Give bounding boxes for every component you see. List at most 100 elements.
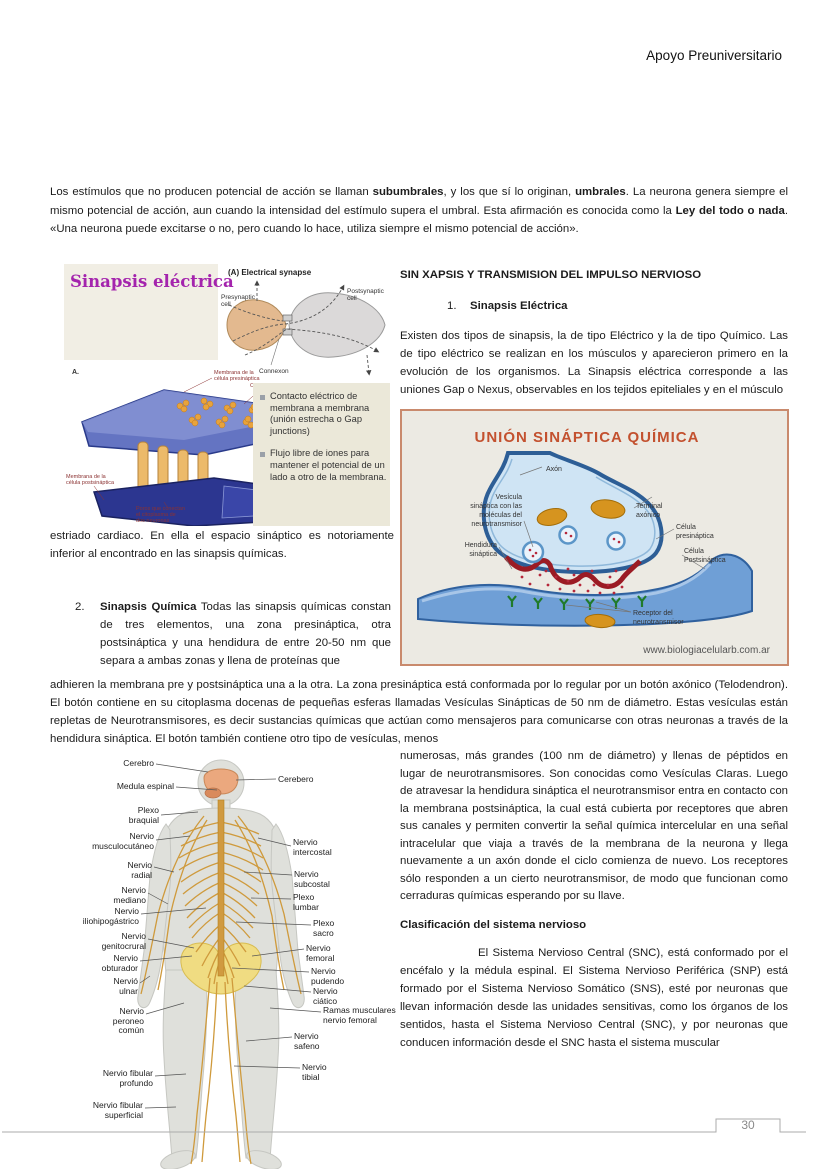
body-label-fibular-profundo: Nervio fibular profundo — [102, 1068, 153, 1088]
page-number: 30 — [741, 1118, 755, 1132]
body-label-pudendo: Nervio pudendo — [311, 966, 345, 986]
poros-label: Poros que conectan — [136, 506, 185, 512]
figure-chemical-title: UNIÓN SINÁPTICA QUÍMICA — [475, 428, 700, 446]
item-2-continuation: adhieren la membrana pre y postsináptica… — [50, 679, 788, 745]
synaptic-vesicles — [521, 525, 626, 564]
body-label-plexo-lumbar: Plexo lumbar — [293, 892, 319, 912]
body-label-tibial: Nervio tibial — [302, 1062, 327, 1082]
vesicle-label: Vesícula — [496, 494, 523, 501]
membrane-pre-label: Membrana de la — [214, 370, 255, 376]
receptor-label: Receptor del — [633, 610, 673, 617]
section-column: SIN XAPSIS Y TRANSMISION DEL IMPULSO NER… — [400, 266, 788, 399]
body-label-fibular-superficial: Nervio fibular superficial — [92, 1100, 143, 1120]
body-label-femoral: Nervio femoral — [306, 943, 335, 963]
bullet-text: Contacto eléctrico de membrana a membran… — [270, 391, 370, 436]
intro-bold-ley: Ley del todo o nada — [675, 204, 785, 217]
footer-rule — [2, 1118, 806, 1133]
body-label-plexo-sacro: Plexo sacro — [313, 918, 335, 938]
classification-heading: Clasificación del sistema nervioso — [400, 919, 587, 931]
body-label-peroneo: Nervio peroneo común — [112, 1006, 144, 1036]
presynaptic-cell-shape — [226, 299, 287, 351]
body-diagram-drawing — [137, 759, 322, 1169]
figure-nervous-system: Cerebro Medula espinal Plexo braquial Ne… — [82, 756, 396, 1169]
page-footer: 30 — [2, 1118, 806, 1133]
bullet-square-icon — [260, 452, 265, 458]
section-heading: SIN XAPSIS Y TRANSMISION DEL IMPULSO NER… — [400, 269, 702, 281]
intro-bold-umbrales: umbrales — [575, 186, 626, 198]
figure-electric-synapse: Sinapsis eléctrica (A) Electrical synaps… — [64, 264, 390, 526]
intro-text: Los estímulos que no producen potencial … — [50, 186, 373, 198]
figure-electric-title: Sinapsis eléctrica — [70, 272, 234, 291]
body-label-ciatico: Nervio ciático — [313, 986, 338, 1006]
item-2-paragraph: Sinapsis Química Todas las sinapsis quím… — [100, 601, 391, 667]
item-1-paragraph: Existen dos tipos de sinapsis, la de tip… — [400, 330, 788, 396]
axon-label: Axón — [546, 466, 562, 473]
body-label-radial: Nervio radial — [127, 860, 152, 880]
item-2-continuation-right: numerosas, más grandes (100 nm de diámet… — [400, 750, 788, 902]
presynaptic-label: Presynaptic — [221, 294, 256, 301]
figure-chemical-watermark: www.biologiacelularb.com.ar — [642, 645, 770, 656]
list-item-2: 2. Sinapsis Química Todas las sinapsis q… — [75, 598, 391, 670]
body-label-plexo-braquial: Plexo braquial — [128, 805, 159, 825]
body-label-medula: Medula espinal — [116, 781, 174, 791]
list-number: 1. — [447, 300, 457, 312]
item-1-continuation: estriado cardiaco. En ella el espacio si… — [50, 530, 394, 560]
figure-electric-title-panel — [64, 264, 218, 360]
postsynaptic-cell-label: Célula — [684, 548, 704, 555]
body-label-obturador: Nervio obturador — [101, 953, 138, 973]
postsynaptic-cell-shape — [288, 292, 386, 358]
bullet-item: Contacto eléctrico de membrana a membran… — [260, 391, 387, 437]
terminal-label: Terminal — [636, 503, 663, 510]
body-label-cerebero: Cerebero — [278, 774, 314, 784]
gap-junction-sketch: A. — [66, 369, 303, 526]
bullet-square-icon — [260, 395, 265, 400]
body-label-cerebro: Cerebro — [123, 758, 154, 768]
cerebellum-shape — [204, 787, 222, 799]
bullet-text: Flujo libre de iones para mantener el po… — [270, 448, 387, 482]
postsynaptic-label: Postsynaptic — [347, 288, 385, 295]
membrane-post-label: Membrana de la — [66, 474, 107, 480]
figure-electric-panel-label: (A) Electrical synapse — [228, 268, 312, 277]
presynaptic-cell-label: Célula — [676, 524, 696, 531]
figure-chemical-synapse: UNIÓN SINÁPTICA QUÍMICA — [400, 409, 789, 671]
receptors — [507, 595, 647, 610]
body-label-subcostal: Nervio subcostal — [294, 869, 330, 889]
body-label-intercostal: Nervio intercostal — [293, 837, 332, 857]
body-label-ramas: Ramas musculares nervio femoral — [323, 1005, 396, 1025]
bullet-item: Flujo libre de iones para mantener el po… — [260, 448, 387, 483]
panel-a-label: A. — [72, 369, 79, 376]
neurotransmitter-dots — [520, 567, 624, 595]
classification-paragraph: El Sistema Nervioso Central (SNC), está … — [400, 947, 788, 1049]
list-item-1: 1. Sinapsis Eléctrica — [447, 297, 788, 315]
intro-bold-subumbrales: subumbrales — [372, 186, 444, 198]
body-label-safeno: Nervio safeno — [294, 1031, 320, 1051]
list-item-2-title: Sinapsis Química — [100, 601, 197, 613]
mitochondria — [536, 499, 626, 629]
body-label-genitocrural: Nervio genitocrural — [101, 931, 146, 951]
body-label-mediano: Nervio mediano — [113, 885, 146, 905]
spinal-cord — [217, 799, 225, 977]
chemical-synapse-drawing: UNIÓN SINÁPTICA QUÍMICA — [400, 409, 789, 666]
cleft-label: Hendidura — [465, 542, 497, 549]
list-number: 2. — [75, 601, 85, 613]
body-label-musculocutaneo: Nervio musculocutáneo — [92, 831, 154, 851]
body-label-iliohipogastrico: Nervio iliohipogástrico — [82, 906, 140, 926]
presynaptic-membrane — [504, 555, 642, 589]
leader-lines — [498, 466, 706, 613]
label-leader-lines — [139, 763, 322, 1109]
body-label-ulnar: Nervió ulnar — [113, 976, 138, 996]
